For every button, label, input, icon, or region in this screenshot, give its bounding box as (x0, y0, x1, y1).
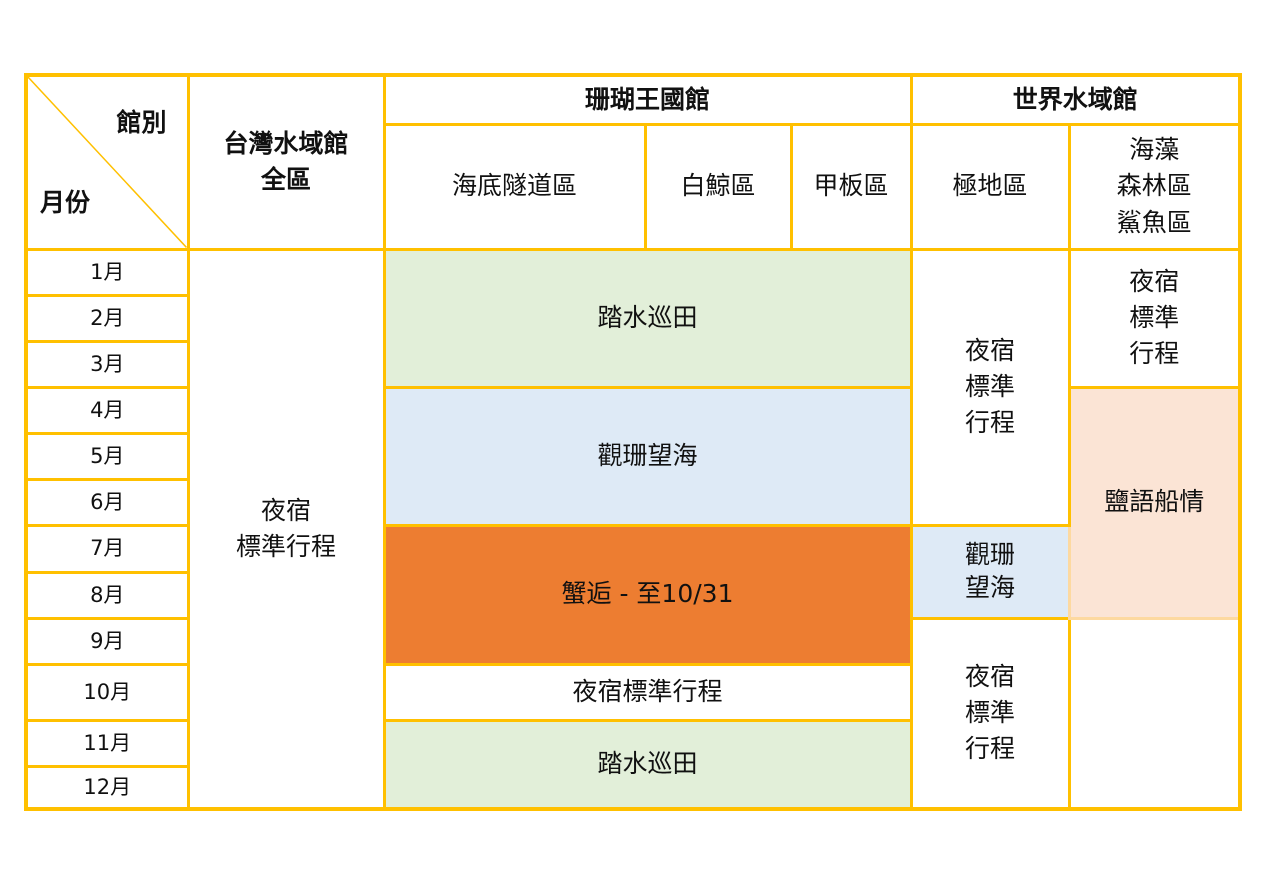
month-cell: 12月 (24, 764, 190, 811)
zone-deck: 甲板區 (789, 122, 913, 251)
program-coral-10: 夜宿標準行程 (382, 662, 913, 722)
program-coral-1-3: 踏水巡田 (382, 247, 913, 389)
schedule-table: 館別 月份 台灣水域館 全區 珊瑚王國館 世界水域館 海底隧道區 白鯨區 甲板區… (24, 73, 1243, 811)
zone-beluga: 白鯨區 (643, 122, 793, 251)
program-coral-7-9: 蟹逅 - 至10/31 (382, 523, 913, 666)
month-label: 月份 (40, 188, 91, 218)
month-cell: 10月 (24, 662, 190, 722)
month-cell: 7月 (24, 523, 190, 574)
month-cell: 2月 (24, 293, 190, 343)
zone-polar: 極地區 (909, 122, 1071, 251)
diagonal-line (28, 77, 187, 248)
taiwan-hall-header: 台灣水域館 全區 (186, 73, 386, 251)
world-waters-header: 世界水域館 (909, 73, 1242, 126)
coral-kingdom-header: 珊瑚王國館 (382, 73, 913, 126)
month-cell: 11月 (24, 718, 190, 768)
program-kelp-1-3: 夜宿 標準 行程 (1067, 247, 1242, 389)
program-coral-4-6: 觀珊望海 (382, 385, 913, 527)
hall-label: 館別 (116, 108, 167, 137)
month-cell: 3月 (24, 339, 190, 389)
program-polar-7-8: 觀珊 望海 (909, 523, 1071, 620)
program-polar-1-6: 夜宿 標準 行程 (909, 247, 1071, 527)
program-kelp-4-8: 鹽語船情 (1067, 385, 1242, 620)
month-cell: 4月 (24, 385, 190, 435)
corner-header: 館別 月份 (24, 73, 190, 251)
month-cell: 8月 (24, 570, 190, 620)
month-cell: 6月 (24, 477, 190, 527)
program-kelp-9-12 (1067, 616, 1242, 811)
program-taiwan: 夜宿 標準行程 (186, 247, 386, 811)
month-cell: 1月 (24, 247, 190, 297)
month-cell: 5月 (24, 431, 190, 481)
zone-tunnel: 海底隧道區 (382, 122, 647, 251)
program-coral-11-12: 踏水巡田 (382, 718, 913, 811)
month-cell: 9月 (24, 616, 190, 666)
zone-kelp-shark: 海藻 森林區 鯊魚區 (1067, 122, 1242, 251)
program-polar-9-12: 夜宿 標準 行程 (909, 616, 1071, 811)
